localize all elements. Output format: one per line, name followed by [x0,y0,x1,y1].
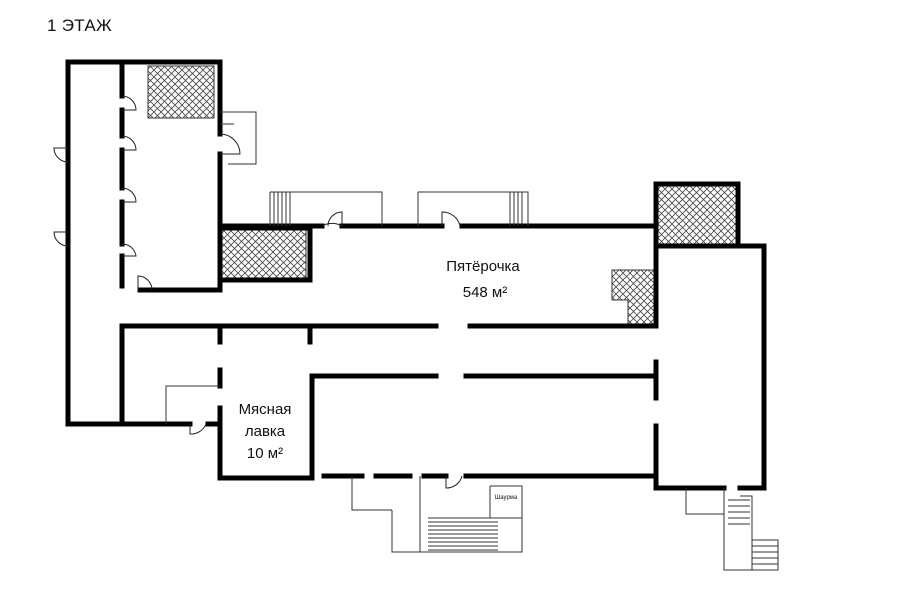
shaft-store-corner [611,269,657,327]
door-left-outer-2 [53,231,69,247]
pyaterochka-area: 548 м² [463,284,508,301]
door-left-outer-1 [53,147,69,163]
door-corridor-1 [121,95,137,111]
door-corridor-4 [121,243,137,257]
door-corridor-2 [121,135,137,151]
door-entrance [445,475,463,489]
butcher-area: 10 м² [247,445,283,462]
butcher-name-line2: лавка [245,423,286,440]
shawarma-label: Шаурма [495,495,518,501]
shaft-mid-left [221,229,307,279]
shaft-top-right [657,185,737,245]
door-vestibule [219,133,241,155]
door-top-2 [441,211,461,227]
doors [53,95,463,489]
door-butcher [189,423,207,435]
door-corridor-3 [121,187,137,203]
door-top-1 [321,211,343,227]
shaft-areas [147,65,737,327]
floor-title: 1 ЭТАЖ [47,16,113,35]
room-labels: Пятёрочка 548 м² Мясная лавка 10 м² Шаур… [239,258,521,501]
walls [65,59,767,491]
shaft-top-left [147,65,215,119]
door-bottom-left [137,275,153,291]
pyaterochka-name: Пятёрочка [446,258,520,275]
butcher-name-line1: Мясная [239,401,292,418]
thin-details [165,111,779,571]
